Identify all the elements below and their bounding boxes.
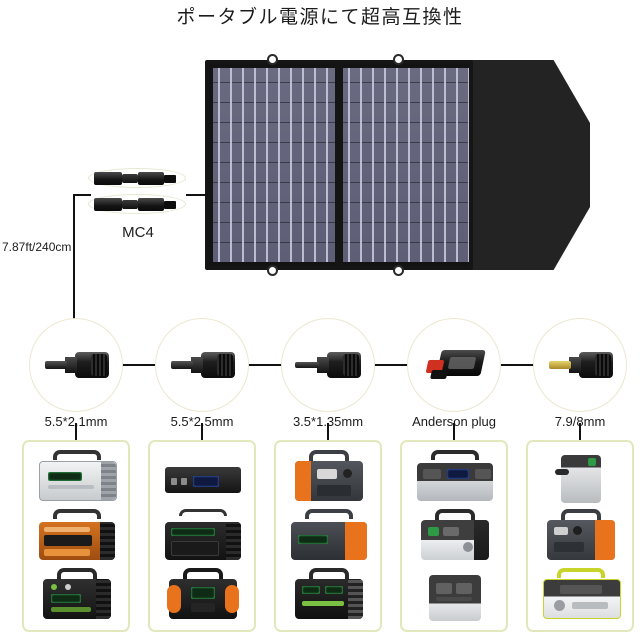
anderson-plug-icon [425,348,486,382]
barrel-plug-icon [171,352,235,378]
solar-cell-leaf-right [343,68,469,262]
silver-tower-battery [539,451,621,503]
connector-item-4[interactable]: 7.9/8mm [533,318,627,429]
solar-cell-leaf-left [213,68,335,262]
connector-item-0[interactable]: 5.5*2.1mm [29,318,123,429]
solar-panel-fold-seam [335,64,343,266]
wire-label-to-box [327,423,329,440]
connector-item-2[interactable]: 3.5*1.35mm [281,318,375,429]
connector-label: 3.5*1.35mm [292,414,364,429]
wire-panel-to-mc4 [186,194,208,196]
orange-dark-station [287,508,369,562]
white-grey-station [413,508,495,562]
wire-between-connectors [498,364,544,366]
orange-power-station [35,508,117,562]
page-title: ポータブル電源にて超高互換性 [176,7,464,28]
orange-grey-station [287,449,369,503]
connector-item-1[interactable]: 5.5*2.5mm [155,318,249,429]
connector-label: 5.5*2.1mm [44,414,108,429]
product-box-0[interactable] [22,440,130,632]
product-box-1[interactable] [148,440,256,632]
black-green-power-station [35,568,117,621]
foldable-solar-panel [205,54,590,276]
product-box-3[interactable] [400,440,508,632]
mc4-connector-icon [94,197,180,212]
wire-between-connectors [246,364,292,366]
grommet-icon [267,54,278,65]
connector-item-3[interactable]: Anderson plug [407,318,501,429]
black-orange-station [161,568,243,621]
wire-label-to-box [453,423,455,440]
grey-orange-station [539,508,621,562]
black-box-station [161,508,243,562]
mc4-outline [88,168,186,188]
barrel-plug-icon [295,352,361,378]
solar-panel-flap [460,60,590,270]
mc4-outline [88,194,186,214]
silver-power-station [35,449,117,503]
wire-label-to-box [579,423,581,440]
product-box-2[interactable] [274,440,382,632]
wire-mc4-to-bend [73,194,91,196]
solar-panel-body [205,60,473,270]
wire-label-to-box [201,423,203,440]
grommet-icon [267,265,278,276]
cable-length-label: 7.87ft/240cm [2,240,72,254]
mc4-connector-icon [94,171,180,186]
connector-label: 7.9/8mm [554,414,606,429]
black-green-station [287,568,369,621]
wire-vertical-drop [73,194,75,334]
grommet-icon [393,265,404,276]
wire-between-connectors [120,364,166,366]
white-yellow-station [539,568,621,621]
connector-label: 5.5*2.5mm [170,414,234,429]
barrel-plug-icon [45,352,109,378]
wire-between-connectors [372,364,418,366]
silver-black-station [413,449,495,503]
connector-label: Anderson plug [412,414,496,429]
barrel-plug-icon [549,352,613,378]
grey-white-cube-station [413,569,495,622]
mc4-label: MC4 [122,224,154,241]
product-box-4[interactable] [526,440,634,632]
grommet-icon [393,54,404,65]
mc4-connector-pair [88,168,186,220]
flat-black-inverter [161,451,243,503]
wire-label-to-box [75,423,77,440]
